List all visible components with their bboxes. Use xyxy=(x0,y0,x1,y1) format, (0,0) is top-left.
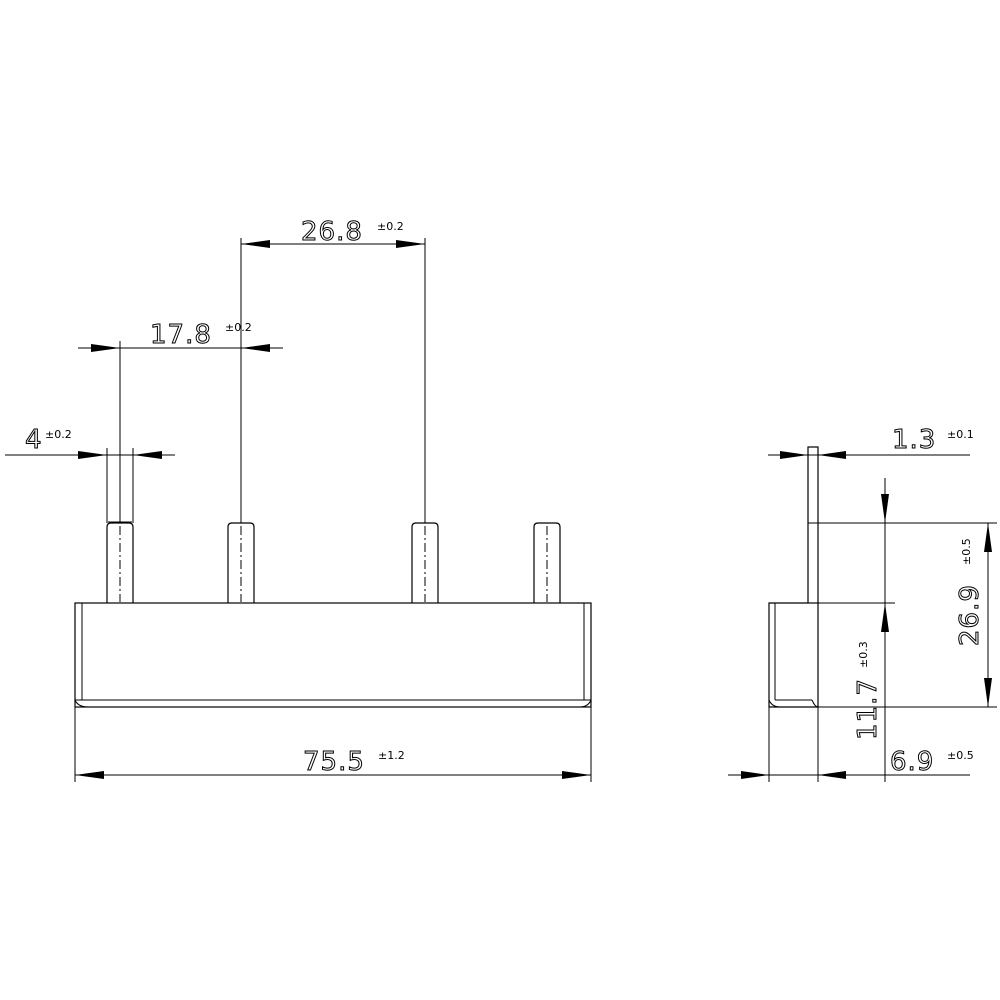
dimension-tolerance: ±0.3 xyxy=(857,641,870,668)
arrow-head xyxy=(780,451,808,459)
dimension-pitch-small: 17.8 ±0.2 xyxy=(78,320,283,523)
dimension-tolerance: ±0.2 xyxy=(45,428,72,441)
dimension-body-width: 6.9 ±0.5 xyxy=(728,707,974,782)
arrow-head xyxy=(741,771,769,779)
dimension-tolerance: ±0.5 xyxy=(947,749,974,762)
dimension-pitch-large: 26.8 ±0.2 xyxy=(240,217,426,523)
dimension-value: 26.9 xyxy=(955,584,985,646)
dimension-value: 1.3 xyxy=(892,425,936,455)
dimension-tolerance: ±0.5 xyxy=(960,538,973,565)
dimension-value: 17.8 xyxy=(150,320,212,350)
side-pin xyxy=(807,446,819,604)
dimension-tolerance: ±0.2 xyxy=(377,220,404,233)
arrow-head xyxy=(984,523,992,552)
arrow-head xyxy=(241,344,270,352)
pin-2 xyxy=(227,522,255,603)
pin-3 xyxy=(411,522,439,603)
arrow-head xyxy=(818,451,846,459)
dimension-tolerance: ±0.1 xyxy=(947,428,974,441)
dimension-value: 6.9 xyxy=(890,747,934,777)
arrow-head xyxy=(75,771,104,779)
arrow-head xyxy=(881,494,889,523)
dimension-body-height: 11.7 ±0.3 xyxy=(818,478,895,782)
busbar-body xyxy=(74,602,592,708)
arrow-head xyxy=(133,451,162,459)
dimension-value: 11.7 xyxy=(853,678,883,740)
dimension-tolerance: ±0.2 xyxy=(225,321,252,334)
dimension-value: 4 xyxy=(25,425,43,455)
arrow-head xyxy=(562,771,591,779)
dimension-value: 26.8 xyxy=(301,217,363,247)
front-view: 26.8 ±0.2 17.8 ±0.2 4 ±0.2 xyxy=(5,217,592,782)
arrow-head xyxy=(984,678,992,707)
dimension-tolerance: ±1.2 xyxy=(378,749,405,762)
arrow-head xyxy=(396,240,425,248)
dimension-value: 75.5 xyxy=(303,747,365,777)
arrow-head xyxy=(241,240,270,248)
pin-4 xyxy=(533,522,561,603)
pin-1 xyxy=(106,521,134,603)
arrow-head xyxy=(818,771,846,779)
arrow-head xyxy=(881,603,889,632)
dimension-pin-height: 26.9 ±0.5 xyxy=(818,522,997,708)
arrow-head xyxy=(78,451,107,459)
arrow-head xyxy=(91,344,120,352)
dimension-pin-thickness: 1.3 ±0.1 xyxy=(768,425,974,459)
dimension-pin-width: 4 ±0.2 xyxy=(5,425,175,523)
side-body xyxy=(768,602,819,708)
dimension-total-length: 75.5 ±1.2 xyxy=(74,707,592,782)
side-view: 1.3 ±0.1 26.9 ±0.5 11.7 ±0.3 xyxy=(728,425,997,782)
